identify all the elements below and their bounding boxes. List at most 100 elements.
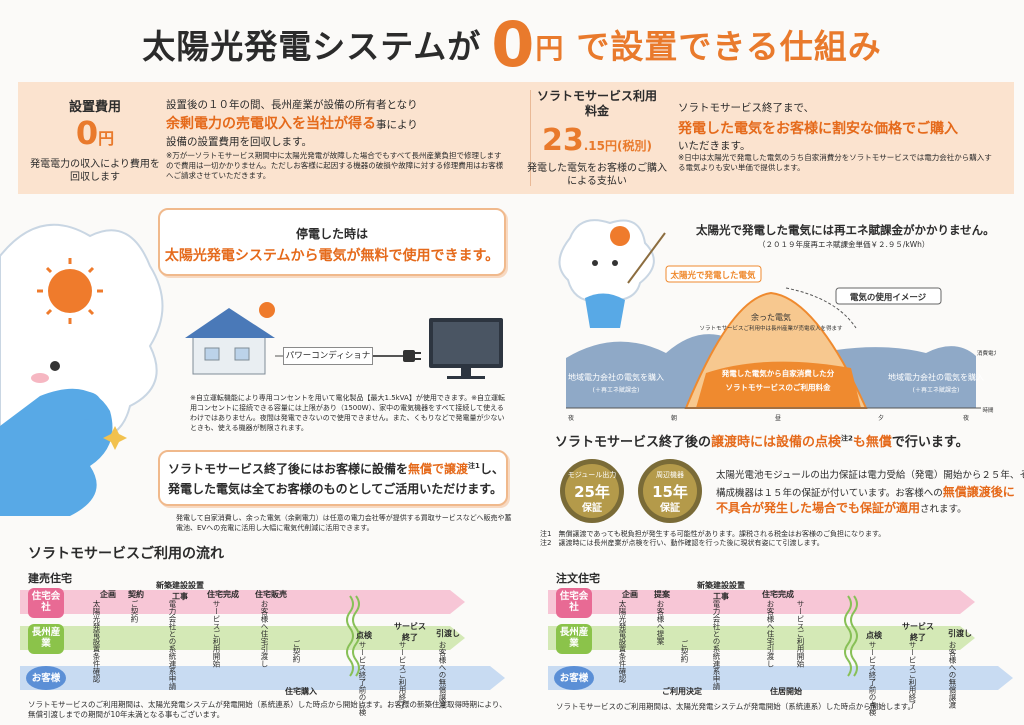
step-sale: 住宅販売 [255, 590, 287, 599]
x-label: 時間 [982, 406, 994, 414]
pointer-mascot [558, 219, 666, 328]
cost-text1: 設置後の１０年の間、長州産業が設備の所有者となり [166, 99, 418, 111]
step-v9: サービスご利用終了 [908, 641, 917, 709]
lane-chosyu-label: 長州産業 [559, 627, 589, 649]
flow-title: ソラトモサービスご利用の流れ [28, 546, 224, 562]
outage-note: ※自立運転機能により専用コンセントを用いて電化製品【最大1.5kVA】が使用でき… [190, 394, 505, 432]
pv-text1: 太陽光電池モジュールの出力保証は電力受給（発電）開始から２５年、その他 [716, 470, 1024, 481]
flow-left-note: ソラトモサービスのご利用期間は、太陽光発電システムが発電開始（系統連系）した時点… [28, 700, 507, 719]
pv-title: ソラトモサービス終了後の譲渡時には設備の点検注2も無償で行います。 [555, 434, 969, 450]
step-v2: お客様へ提案 [656, 600, 665, 645]
x-tick: 昼 [775, 415, 781, 422]
lane-chosyu-badge [28, 624, 64, 654]
step-build: 新築建設設置工事 [697, 581, 745, 601]
fee-text1: ソラトモサービス終了まで、 [678, 102, 815, 114]
fee-text2: いただきます。 [678, 140, 751, 152]
flow-right-lanes [548, 588, 1013, 690]
step-build: 新築建設設置工事 [156, 581, 204, 601]
step-v2: ご契約 [130, 600, 139, 623]
transfer-line2: 発電した電気は全てお客様のものとしてご活用いただけます。 [168, 482, 503, 496]
left-area-sub: (＋再エネ賦課金) [593, 386, 640, 394]
lane-customer-label: お客様 [31, 673, 61, 684]
label-usage-box [835, 287, 942, 305]
outage-line1: 停電した時は [295, 227, 368, 241]
pv-notes: 注1 無償譲渡であっても税負担が発生する可能性があります。課税される税金はお客様… [540, 530, 886, 547]
step-contract: 契約 [128, 590, 144, 599]
svg-text:周辺機器: 周辺機器 [656, 470, 684, 479]
x-tick: 夜 [568, 414, 574, 422]
mascot-illustration [0, 223, 164, 516]
step-v4: サービスご利用開始 [212, 600, 221, 668]
house-icon [185, 308, 275, 375]
pv-text3: 不具合が発生した場合でも保証が適用されます。 [716, 501, 967, 515]
step-v5: サービスご利用開始 [796, 600, 805, 668]
svg-text:15年: 15年 [652, 483, 688, 501]
label-pv: 太陽光で発電した電気 [669, 270, 756, 281]
svg-text:25年: 25年 [574, 483, 610, 501]
flow-left-lanes [20, 588, 505, 690]
self-use-area [696, 361, 861, 408]
renew-title: 太陽光で発電した電気には再エネ賦課金がかかりません。 [696, 223, 995, 237]
badge-25-years: モジュール出力 25年 保証 [560, 459, 624, 523]
band-divider [530, 90, 531, 186]
step-v4: お客様へ住宅引渡し [766, 600, 775, 668]
fee-small-note: ※日中は太陽光で発電した電気のうち自家消費分をソラトモサービスでは電力会社から購… [678, 153, 992, 172]
label-pv-box [665, 265, 762, 283]
pv-text2: 構成機器は１５年の保証が付いています。お客様への無償譲渡後に [716, 485, 1015, 499]
lane-chosyu-label: 長州産業 [31, 627, 61, 649]
step-plan: 企画 [100, 590, 116, 599]
step-move: 住居開始 [770, 687, 802, 696]
surplus-note: ソラトモサービスご利用中は長州産業が売電収入を得ます [699, 324, 843, 332]
step-v3: 電力会社との系統連系申請 [168, 600, 177, 690]
lane-customer-label: お客様 [559, 673, 589, 684]
plug-icon [403, 350, 421, 362]
outage-illustration [185, 302, 503, 379]
sun-icon [610, 226, 630, 246]
step-decide: ご利用決定 [662, 687, 702, 696]
lane-customer-badge [26, 666, 66, 690]
lane-house-label: 住宅会社 [559, 591, 589, 613]
fee-label: ソラトモサービスのご利用料金 [726, 382, 831, 392]
info-band [18, 82, 1014, 194]
lane-customer-badge [554, 666, 594, 690]
svg-text:保証: 保証 [581, 501, 602, 514]
step-v7: 住宅購入 [285, 687, 317, 696]
cost-value: 0円 [75, 114, 115, 152]
sun-icon [259, 302, 275, 318]
step-inspect: 点検 [866, 631, 882, 640]
warranty-badges: モジュール出力 25年 保証 周辺機器 15年 保証 [560, 459, 702, 523]
surplus-label: 余った電気 [751, 312, 791, 322]
step-proposal: 提案 [654, 590, 670, 599]
flow-left-label: 建売住宅 [28, 572, 72, 585]
svg-text:保証: 保証 [659, 501, 680, 514]
cost-desc: 発電電力の収入により費用を回収します [30, 159, 160, 183]
transfer-line1: ソラトモサービス終了後にはお客様に設備を無償で譲渡注1し、 [168, 462, 504, 476]
cost-highlight: 余剰電力の売電収入を当社が得る事により [166, 116, 418, 132]
lane-chosyu-badge [556, 624, 592, 654]
step-handover: 引渡し [436, 629, 460, 638]
transfer-note: 発電して自家消費し、余った電気（余剰電力）は任意の電力会社等が提供する買取サービ… [176, 514, 512, 532]
fee-highlight: 発電した電気をお客様に割安な価格でご購入 [678, 121, 958, 137]
label-usage: 電気の使用イメージ [850, 292, 927, 303]
renew-sub: （２０１９年度再エネ賦課金単価￥２.９５/kWh） [758, 240, 930, 249]
self-use-label: 発電した電気から自家消費した分 [721, 368, 835, 378]
fee-value: 23.15円(税別) [542, 123, 652, 158]
cost-small-note: ※万が一ソラトモサービス期間中に太陽光発電が故障した場合でもすべて長州産業負担で… [166, 151, 504, 180]
right-area-sub: (＋再エネ賦課金) [913, 386, 960, 394]
x-tick: 夜 [963, 414, 969, 422]
step-v6: ご契約 [292, 640, 301, 663]
step-v10: お客様への無償譲渡 [948, 641, 957, 709]
step-v3: 電力会社との系統連系申請 [712, 600, 721, 690]
usage-curve [785, 287, 857, 329]
cost-text2: 設備の設置費用を回収します。 [166, 136, 312, 148]
lane-house-label: 住宅会社 [31, 591, 61, 613]
step-v5: お客様へ住宅引渡し [260, 600, 269, 668]
step-end: サービス終了 [394, 622, 426, 642]
right-area-label: 地域電力会社の電気を購入 [888, 372, 984, 382]
lane-house-badge [556, 588, 592, 618]
fee-heading: ソラトモサービス利用料金 [536, 89, 657, 118]
x-tick: 朝 [671, 414, 677, 422]
step-v8: サービス終了前の点検 [868, 641, 877, 716]
